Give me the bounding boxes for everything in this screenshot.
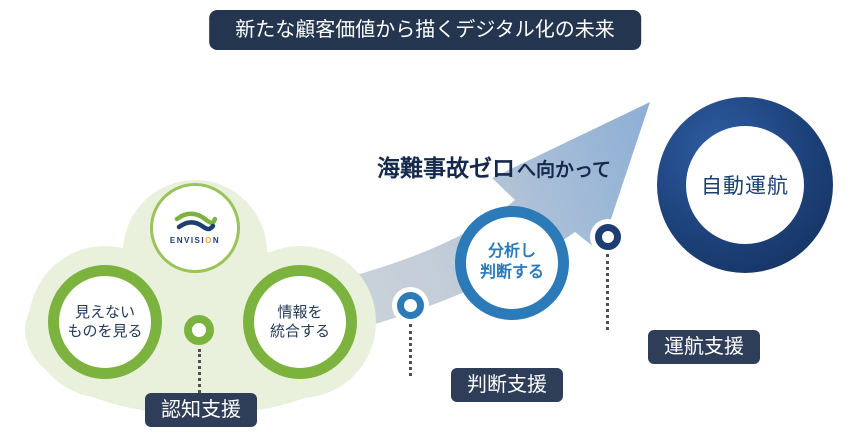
envision-logo-circle: ENVISION [150,183,240,273]
stage-circle-integrate-info: 情報を 統合する [243,265,357,379]
brand-pre: ENVISI [169,236,206,245]
dotted-connector-judgment [409,324,412,376]
headline-rest: へ向かって [517,160,612,181]
stage-label-line: 分析し [487,243,536,261]
stage-circle-analyze-judge: 分析し 判断する [455,206,569,320]
badge-cognition-support: 認知支援 [145,393,257,427]
badge-operation-support: 運航支援 [648,330,760,364]
node-ring-blue [397,292,424,319]
node-ring-navy [595,224,621,250]
stage-label-line: 情報を [277,303,323,321]
goal-circle-auto-navigation: 自動運航 [657,97,833,273]
envision-wave-icon [174,211,217,232]
stage-circle-see-invisible: 見えない ものを見る [48,265,162,379]
goal-circle-inner: 自動運航 [686,126,804,244]
brand-post: N [212,236,221,245]
headline-emphasis: 海難事故ゼロ [377,155,515,181]
stage-label-line: ものを見る [67,323,143,340]
envision-brand-text: ENVISION [170,236,220,245]
stage-label-line: 見えない [74,303,135,321]
brand-accent-letter: O [205,236,213,245]
badge-judgment-support: 判断支援 [451,368,563,402]
dotted-connector-cognition [198,349,201,393]
dotted-connector-operation [606,254,609,330]
title-banner: 新たな顧客価値から描くデジタル化の未来 [209,10,641,50]
stage-label-line: 判断する [479,264,544,281]
headline: 海難事故ゼロ へ向かって [377,149,611,183]
goal-label: 自動運航 [701,175,789,198]
stage-label-line: 統合する [269,323,330,340]
node-ring-green [184,315,214,345]
